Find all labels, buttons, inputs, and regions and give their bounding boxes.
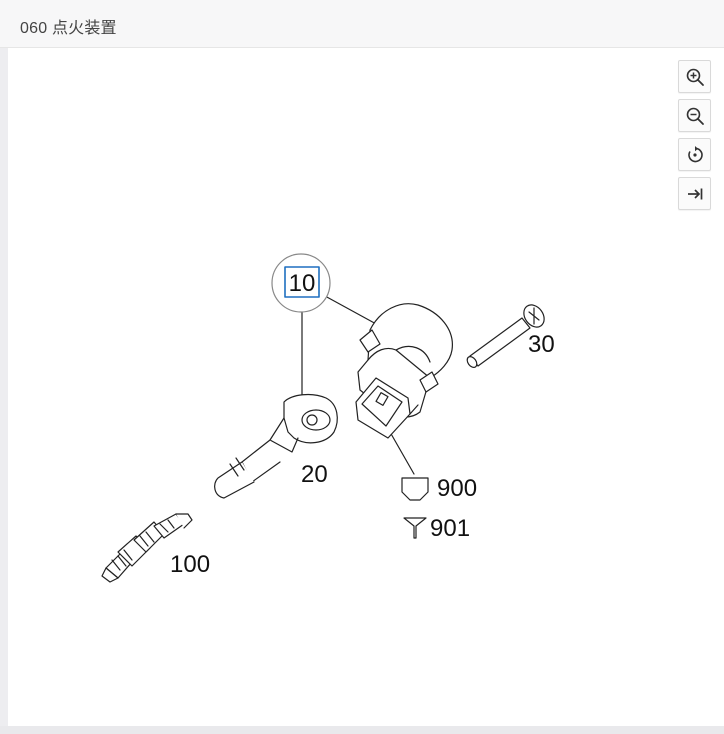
collapse-panel-button[interactable] <box>678 177 711 210</box>
bolt-drawing <box>466 304 545 368</box>
viewer-toolbar <box>678 60 711 216</box>
leader-line-900 <box>389 431 415 475</box>
callout-highlight-10[interactable] <box>284 266 320 298</box>
zoom-out-button[interactable] <box>678 99 711 132</box>
title-bar: 060 点火装置 <box>0 0 724 48</box>
rotate-reset-button[interactable] <box>678 138 711 171</box>
leader-line-10-coil <box>324 295 379 326</box>
seal-symbol-901 <box>403 517 427 539</box>
bottom-border <box>0 726 724 734</box>
zoom-out-icon <box>686 107 704 125</box>
ignition-coil-drawing <box>355 303 453 439</box>
left-border <box>0 48 8 726</box>
callout-label-30[interactable]: 30 <box>528 331 555 358</box>
callout-label-100[interactable]: 100 <box>170 551 210 578</box>
callout-label-20[interactable]: 20 <box>301 461 328 488</box>
zoom-in-button[interactable] <box>678 60 711 93</box>
zoom-in-icon <box>686 68 704 86</box>
callout-label-901[interactable]: 901 <box>430 515 470 542</box>
callout-label-900[interactable]: 900 <box>437 475 477 502</box>
spark-plug-drawing <box>101 513 193 583</box>
connector-symbol-900 <box>401 477 429 501</box>
page-title: 060 点火装置 <box>20 20 117 37</box>
coil-boot-drawing <box>214 393 338 499</box>
rotate-reset-icon <box>687 145 703 162</box>
callout-label-10[interactable]: 10 <box>289 270 316 297</box>
collapse-panel-icon <box>687 188 702 199</box>
